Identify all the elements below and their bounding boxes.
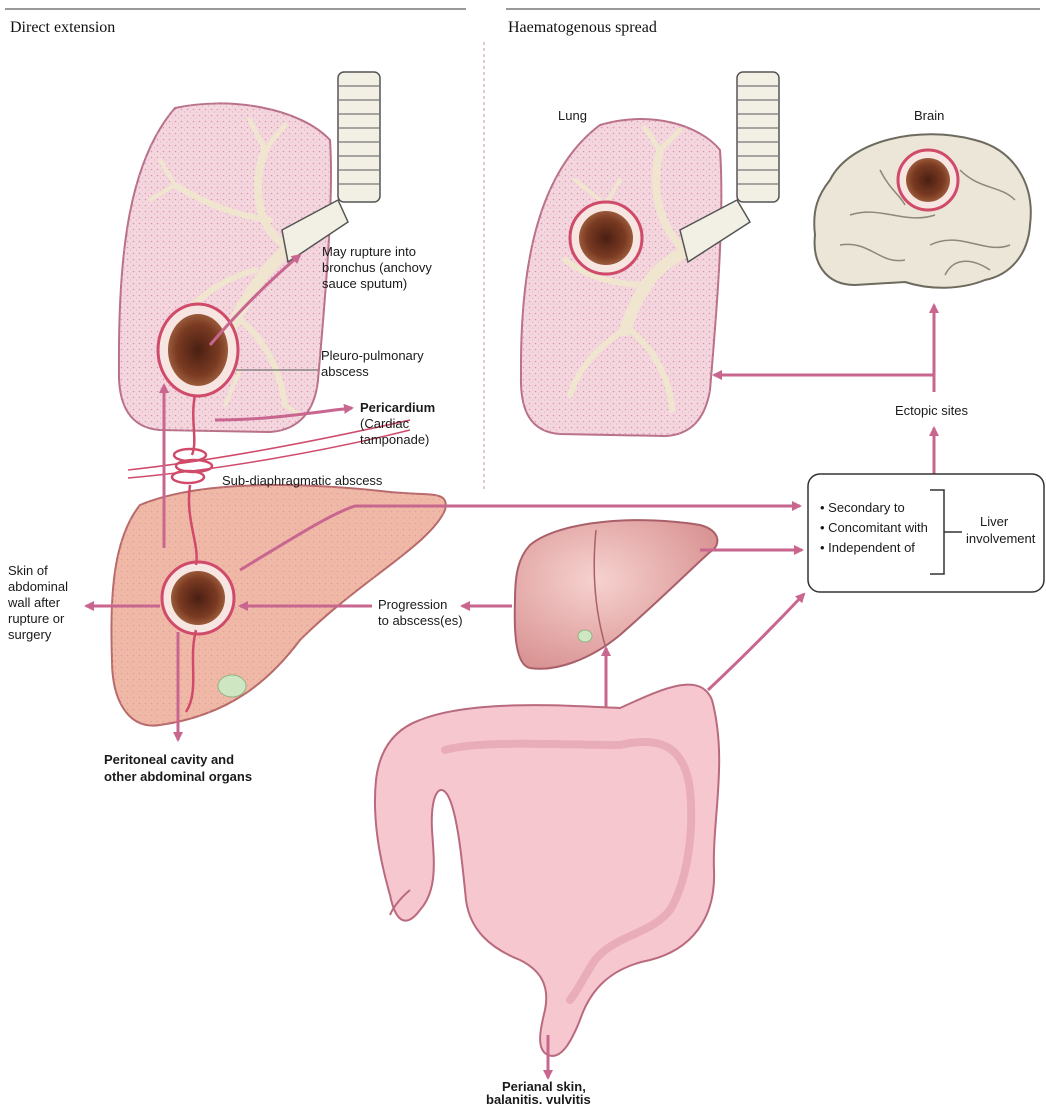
svg-text:Progression: Progression [378,597,447,612]
svg-text:Peritoneal cavity and: Peritoneal cavity and [104,752,234,767]
liver-abscess-icon [162,562,234,634]
svg-text:Liver: Liver [980,514,1009,529]
label-brain: Brain [914,108,944,123]
svg-text:• Concomitant with: • Concomitant with [820,520,928,535]
label-peritoneal-cavity: Peritoneal cavity and other abdominal or… [104,752,252,784]
svg-text:Skin of: Skin of [8,563,48,578]
svg-text:• Secondary to: • Secondary to [820,500,905,515]
label-ectopic-sites: Ectopic sites [895,403,968,418]
svg-text:other abdominal organs: other abdominal organs [104,769,252,784]
svg-text:involvement: involvement [966,531,1036,546]
label-lung: Lung [558,108,587,123]
svg-text:abscess: abscess [321,364,369,379]
lung-metastatic-abscess-icon [570,202,642,274]
colon [375,685,719,1056]
label-skin-abdominal-wall: Skin of abdominal wall after rupture or … [7,563,68,642]
svg-text:balanitis, vulvitis: balanitis, vulvitis [486,1092,591,1104]
svg-text:(Cardiac: (Cardiac [360,416,410,431]
svg-text:tamponade): tamponade) [360,432,429,447]
label-perianal: Perianal skin, balanitis, vulvitis [486,1079,591,1104]
svg-text:to abscess(es): to abscess(es) [378,613,463,628]
svg-text:Pleuro-pulmonary: Pleuro-pulmonary [321,348,424,363]
label-progression: Progression to abscess(es) [378,597,463,628]
label-pleuro-pulmonary-abscess: Pleuro-pulmonary abscess [321,348,424,379]
label-sub-diaphragmatic-abscess: Sub-diaphragmatic abscess [222,473,383,488]
svg-text:surgery: surgery [8,627,52,642]
svg-text:bronchus (anchovy: bronchus (anchovy [322,260,432,275]
brain [814,134,1031,287]
svg-text:abdominal: abdominal [8,579,68,594]
svg-text:sauce sputum): sauce sputum) [322,276,407,291]
svg-text:May rupture into: May rupture into [322,244,416,259]
right-lung [521,119,721,436]
label-rupture-bronchus: May rupture into bronchus (anchovy sauce… [322,244,432,291]
header-direct-extension: Direct extension [10,19,115,36]
pleuro-pulmonary-abscess-icon [158,304,238,396]
ectopic-arrows [714,305,934,474]
liver-involvement-box: • Secondary to • Concomitant with • Inde… [808,474,1044,592]
label-pericardium: Pericardium (Cardiac tamponade) [360,400,435,447]
header-haematogenous-spread: Haematogenous spread [508,19,657,36]
liver-middle [515,520,718,669]
svg-text:rupture or: rupture or [8,611,65,626]
svg-text:• Independent of: • Independent of [820,540,915,555]
svg-text:Pericardium: Pericardium [360,400,435,415]
svg-text:wall after: wall after [7,595,61,610]
